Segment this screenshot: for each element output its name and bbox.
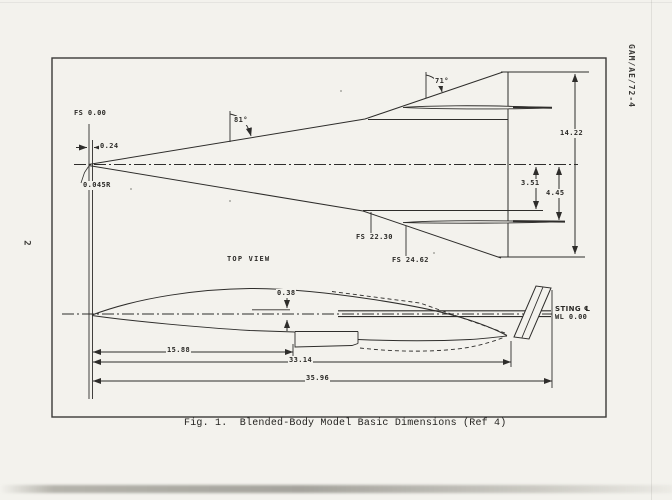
hidden-wing-edge-lower [359, 336, 506, 352]
top-view [74, 71, 589, 399]
dim-14-22-label: 14.22 [559, 129, 585, 138]
hidden-wing-edge-upper [331, 291, 506, 334]
sweep-81-label: 81° [233, 116, 249, 125]
page-edge-top [0, 2, 672, 3]
dim-0-38-label: 0.38 [276, 289, 297, 298]
upper-body-line [91, 287, 508, 336]
lower-body-line-front [91, 315, 296, 333]
dim-3-51-label: 3.51 [520, 179, 541, 188]
scan-speck [130, 188, 132, 190]
waterline-label: WL 0.00 [554, 313, 589, 322]
top-view-title: TOP VIEW [226, 255, 272, 264]
figure-border [51, 57, 607, 418]
document-reference: GAM/AE/72-4 [627, 44, 636, 108]
page-number: 2 [21, 240, 32, 246]
scan-speck [433, 252, 435, 254]
scan-speck [229, 200, 231, 202]
dim-33-14-label: 33.14 [288, 356, 314, 365]
dim-15-88-label: 15.88 [166, 346, 192, 355]
dim-4-45-label: 4.45 [545, 189, 566, 198]
leading-edge-upper [88, 71, 504, 165]
lower-body-line-rear [357, 335, 508, 342]
nacelle-box [294, 331, 359, 348]
page-edge-right [651, 0, 652, 500]
dim-35-96-label: 35.96 [305, 374, 331, 383]
fin-side-inner-line [521, 286, 544, 338]
side-view [62, 285, 553, 388]
fin-plan-upper-dark [512, 106, 553, 109]
photocopy-streak [0, 485, 672, 493]
sweep-71-label: 71° [434, 77, 450, 86]
dim-0-24-label: 0.24 [99, 142, 120, 151]
fs-24-62-label: FS 24.62 [391, 256, 430, 265]
nose-radius-leader [80, 166, 89, 184]
nose-radius-label: 0.045R [82, 181, 112, 190]
sting-centerline-label: STING ℄ [554, 305, 592, 314]
fin-plan-lower-dark [512, 220, 566, 223]
fs-22-30-label: FS 22.30 [355, 233, 394, 242]
leading-edge-lower [88, 165, 502, 259]
figure-caption: Fig. 1. Blended-Body Model Basic Dimensi… [184, 418, 507, 429]
scan-speck [340, 90, 342, 92]
fs-0-00-label: FS 0.00 [73, 109, 108, 118]
